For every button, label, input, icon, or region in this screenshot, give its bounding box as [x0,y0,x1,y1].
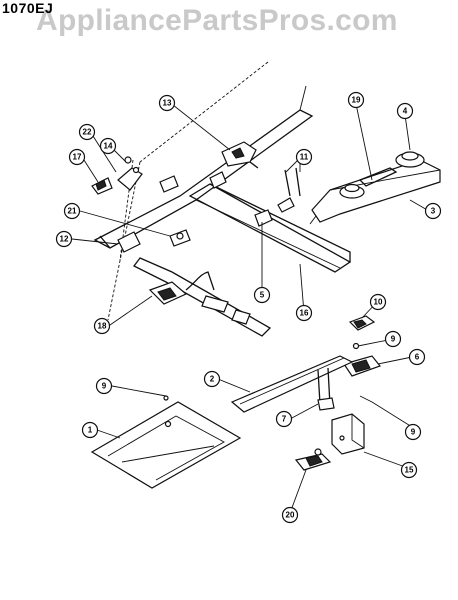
svg-text:22: 22 [83,128,92,137]
svg-text:4: 4 [403,107,408,116]
pipe-fittings [117,167,301,253]
svg-text:19: 19 [352,96,361,105]
bracket-15 [331,413,365,455]
mount-bracket [91,156,143,195]
svg-text:2: 2 [210,375,215,384]
model-number: 1070EJ [2,0,54,16]
svg-text:3: 3 [431,207,436,216]
callout-5: 5 [253,286,271,304]
callout-20: 20 [281,506,299,524]
svg-text:9: 9 [102,382,107,391]
bottom-panel [90,395,242,489]
svg-text:1: 1 [88,426,93,435]
callout-2: 2 [203,370,221,388]
callout-4: 4 [396,102,414,120]
callout-19: 19 [347,91,365,109]
callout-22: 22 [78,123,96,141]
leader-lines [71,103,430,514]
callout-13: 13 [158,94,176,112]
watermark: AppliancePartsPros.com [36,4,398,37]
svg-text:17: 17 [73,153,82,162]
callout-9-upper: 9 [384,330,402,348]
svg-text:21: 21 [68,207,77,216]
svg-text:12: 12 [60,235,69,244]
svg-text:10: 10 [374,298,383,307]
svg-text:14: 14 [104,142,113,151]
svg-text:20: 20 [286,511,295,520]
svg-text:16: 16 [300,309,309,318]
callout-3: 3 [424,202,442,220]
switch-20 [294,448,332,471]
callout-16: 16 [295,304,313,322]
svg-text:6: 6 [415,353,420,362]
bracket-2 [230,355,354,413]
callout-14: 14 [99,137,117,155]
svg-text:9: 9 [391,335,396,344]
callout-17: 17 [68,148,86,166]
svg-text:11: 11 [300,153,309,162]
callout-15: 15 [400,461,418,479]
svg-text:9: 9 [411,428,416,437]
callout-7: 7 [275,410,293,428]
manifold-pipe [93,85,314,249]
svg-text:15: 15 [405,466,414,475]
burner-rail [188,183,352,273]
right-switch-parts [343,315,381,377]
top-burner-assembly [309,151,441,225]
svg-text:5: 5 [260,291,265,300]
valve-13 [221,141,259,169]
callout-9-left: 9 [95,377,113,395]
callout-6: 6 [408,348,426,366]
svg-text:18: 18 [98,322,107,331]
callout-11: 11 [295,148,313,166]
svg-text:7: 7 [282,415,287,424]
callout-21: 21 [63,202,81,220]
callout-10: 10 [369,293,387,311]
callout-18: 18 [93,317,111,335]
lower-valve-assembly [133,257,272,337]
svg-text:13: 13 [163,99,172,108]
callout-9-right: 9 [404,423,422,441]
callout-12: 12 [55,230,73,248]
callout-1: 1 [81,421,99,439]
